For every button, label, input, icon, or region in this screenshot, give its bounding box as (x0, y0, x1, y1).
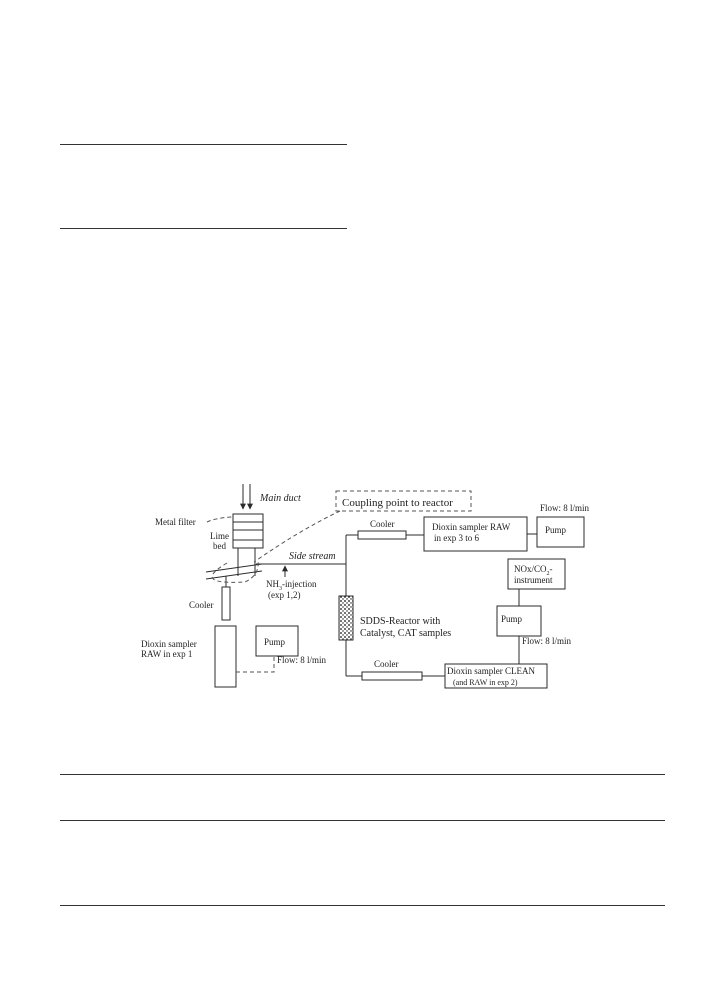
bed-label: bed (213, 541, 226, 551)
coupling-dashed-line (253, 510, 341, 563)
main-duct-label: Main duct (259, 493, 301, 504)
cooler-bottom-label: Cooler (374, 659, 399, 669)
coupling-point-label: Coupling point to reactor (342, 497, 453, 509)
dioxin-raw1-label-1: Dioxin sampler (141, 639, 197, 649)
cooler-top-label: Cooler (370, 519, 395, 529)
bottom-rule-3 (60, 905, 665, 906)
flow-top-label: Flow: 8 l/min (540, 503, 590, 513)
cooler-left-box (221, 586, 231, 621)
lime-label: Lime (210, 531, 229, 541)
sdds-reactor-box (338, 595, 354, 641)
coupling-region (211, 559, 259, 583)
lime-bed-box (232, 513, 264, 549)
dioxin-clean-label-2: (and RAW in exp 2) (453, 678, 518, 687)
nox-instrument-box (507, 558, 566, 590)
sdds-label-1: SDDS-Reactor with (360, 616, 440, 627)
nh3-injection-label: NH3-injection (266, 579, 317, 592)
pump-top-box (536, 516, 585, 548)
dioxin-raw1-label-2: RAW in exp 1 (141, 649, 192, 659)
metal-filter-label: Metal filter (155, 517, 196, 527)
pump-top-label: Pump (545, 525, 567, 535)
sdds-label-2: Catalyst, CAT samples (360, 628, 451, 639)
pump-left-label: Pump (264, 637, 286, 647)
metal-filter-leader (206, 516, 233, 523)
nox-label-2: instrument (514, 575, 553, 585)
dioxin-raw-label-2: in exp 3 to 6 (434, 533, 479, 543)
flow-left-label: Flow: 8 l/min (277, 655, 327, 665)
pump-left-dashed (236, 656, 275, 673)
dioxin-raw-label-1: Dioxin sampler RAW (432, 522, 511, 532)
exp12-label: (exp 1,2) (268, 590, 301, 600)
top-rule-2 (60, 228, 347, 229)
dioxin-clean-box (444, 663, 548, 689)
pump-left-box (255, 625, 299, 657)
side-stream-label: Side stream (289, 551, 336, 562)
flow-right-label: Flow: 8 l/min (522, 636, 572, 646)
bottom-rule-2 (60, 820, 665, 821)
dioxin-raw1-box (214, 625, 237, 688)
cooler-top-box (357, 530, 407, 540)
pump-right-label: Pump (501, 614, 523, 624)
dioxin-clean-label-1: Dioxin sampler CLEAN (447, 666, 535, 676)
top-rule-1 (60, 144, 347, 145)
bottom-rule-1 (60, 774, 665, 775)
nox-label-1: NOx/CO2- (514, 564, 553, 577)
cooler-left-label: Cooler (189, 600, 214, 610)
cooler-bottom-box (361, 671, 423, 681)
